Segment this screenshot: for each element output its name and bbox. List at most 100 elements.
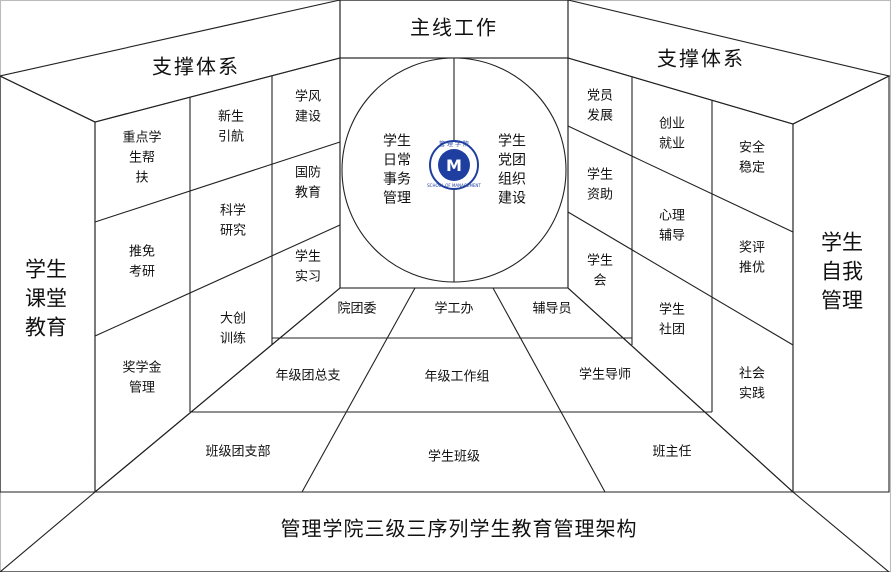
right-wall-cell: 学生会 [587,253,613,289]
svg-text:主线工作: 主线工作 [410,16,498,40]
logo-top-text: 管 理 学 院 [439,140,469,148]
support-left-title: 支撑体系 [152,55,240,79]
svg-text:大创: 大创 [220,312,246,327]
svg-text:奖学金: 奖学金 [122,360,161,376]
logo-bottom-text: SCHOOL OF MANAGEMENT [427,183,481,188]
floor-cell: 学生班级 [428,449,480,465]
svg-text:院团委: 院团委 [337,302,376,317]
svg-text:学生: 学生 [659,302,685,318]
svg-text:年级工作组: 年级工作组 [424,370,489,385]
svg-text:教育: 教育 [295,185,321,201]
svg-text:学生: 学生 [383,134,411,150]
svg-text:学工办: 学工办 [434,301,473,317]
diagram-title: 管理学院三级三序列学生教育管理架构 [281,517,638,541]
svg-text:推免: 推免 [129,245,155,260]
svg-text:建设: 建设 [295,110,321,125]
svg-text:稳定: 稳定 [739,160,765,176]
svg-text:安全: 安全 [739,140,765,156]
floor-cell: 班级团支部 [205,445,270,460]
svg-text:学生导师: 学生导师 [579,367,631,383]
svg-text:就业: 就业 [659,137,685,152]
floor-cell: 院团委 [337,302,376,317]
svg-text:管理: 管理 [129,381,155,396]
school-logo: M 管 理 学 院 SCHOOL OF MANAGEMENT [427,140,481,190]
svg-text:建设: 建设 [498,191,526,207]
svg-text:管理: 管理 [821,289,863,313]
main-line-label: 主线工作 [410,16,498,40]
svg-text:班级团支部: 班级团支部 [205,445,270,460]
svg-text:党员: 党员 [587,89,613,104]
svg-text:奖评: 奖评 [739,241,765,256]
svg-text:学生: 学生 [587,253,613,269]
svg-text:会: 会 [593,274,606,289]
svg-text:新生: 新生 [218,109,244,125]
svg-text:管理学院三级三序列学生教育管理架构: 管理学院三级三序列学生教育管理架构 [281,517,638,541]
svg-text:党团: 党团 [498,153,526,169]
svg-text:生帮: 生帮 [129,151,155,166]
svg-text:训练: 训练 [220,332,246,347]
floor-cell: 辅导员 [532,302,571,317]
svg-text:科学: 科学 [220,203,246,219]
svg-text:班主任: 班主任 [652,445,691,460]
svg-text:支撑体系: 支撑体系 [152,55,240,79]
svg-text:年级团总支: 年级团总支 [275,369,340,384]
svg-text:学生: 学生 [587,167,613,183]
floor-cell: 班主任 [652,445,691,460]
svg-text:社团: 社团 [659,322,685,338]
base-plinth [0,491,890,572]
svg-text:学生班级: 学生班级 [428,449,480,465]
svg-text:引航: 引航 [218,129,244,145]
svg-text:自我: 自我 [821,260,863,284]
floor-cell: 年级团总支 [275,369,340,384]
svg-text:学生: 学生 [821,231,863,255]
svg-text:教育: 教育 [25,316,67,340]
svg-text:社会: 社会 [739,366,765,382]
svg-text:发展: 发展 [587,108,613,124]
right-panel [792,75,890,493]
svg-text:实习: 实习 [295,270,321,285]
svg-text:学生: 学生 [295,249,321,265]
svg-text:创业: 创业 [659,117,685,132]
svg-text:学生: 学生 [25,258,67,282]
svg-text:考研: 考研 [129,265,155,280]
svg-text:心理: 心理 [659,209,685,224]
svg-text:重点学: 重点学 [122,130,161,146]
svg-text:研究: 研究 [220,224,246,239]
svg-text:管理: 管理 [383,191,411,207]
svg-text:学风: 学风 [295,89,321,105]
svg-text:推优: 推优 [739,261,765,276]
svg-text:国防: 国防 [295,165,321,181]
svg-text:事务: 事务 [383,172,411,188]
svg-text:资助: 资助 [587,188,613,203]
svg-text:课堂: 课堂 [25,287,67,311]
svg-text:辅导: 辅导 [659,229,685,244]
support-right-title: 支撑体系 [657,47,743,71]
svg-text:实践: 实践 [739,387,765,402]
svg-text:辅导员: 辅导员 [532,302,571,317]
svg-text:组织: 组织 [498,172,526,188]
floor-cell: 学工办 [434,301,473,317]
logo-mark: M [446,156,462,175]
svg-text:日常: 日常 [383,153,411,169]
